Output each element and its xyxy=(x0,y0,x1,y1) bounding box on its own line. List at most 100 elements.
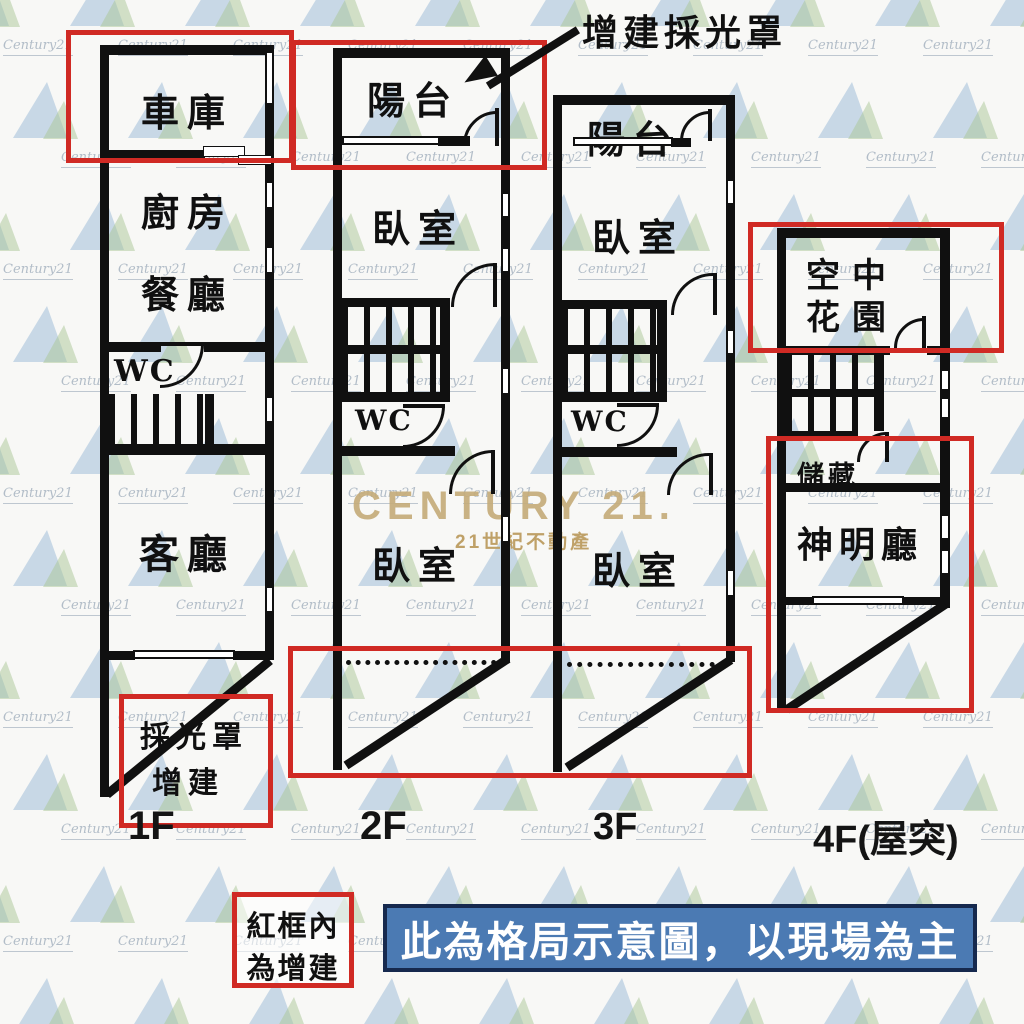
garage-door xyxy=(203,146,245,157)
door-leaf xyxy=(491,450,495,494)
door-leaf xyxy=(709,453,713,495)
plan-structure xyxy=(273,325,308,363)
watermark-logo-text: Century21 xyxy=(3,710,73,728)
plan-structure xyxy=(215,0,250,27)
plan-structure xyxy=(1020,661,1024,699)
plan-structure xyxy=(848,549,883,587)
plan-structure xyxy=(573,137,673,146)
room-label-dining: 餐廳 xyxy=(140,272,233,317)
plan-structure xyxy=(618,101,653,139)
watermark-logo-text: Century21 xyxy=(3,262,73,280)
plan-structure xyxy=(560,213,595,251)
plan-structure xyxy=(562,300,662,309)
plan-structure xyxy=(215,213,250,251)
watermark-mountain-icon xyxy=(933,754,1003,812)
plan-structure xyxy=(905,661,940,699)
plan-structure xyxy=(990,642,1024,698)
watermark-mountain-icon xyxy=(128,530,198,588)
watermark-logo-text: Century21 xyxy=(636,150,706,168)
watermark-logo-text: Century21 xyxy=(118,486,188,504)
watermark-mountain-icon xyxy=(300,0,370,28)
plan-structure xyxy=(502,193,509,217)
floor1-addition-note: 採光罩 xyxy=(140,720,248,755)
plan-structure xyxy=(875,355,884,431)
watermark-logo-text: Century21 xyxy=(866,150,936,168)
floor-label-4f: 4F(屋突) xyxy=(813,819,959,861)
watermark-mountain-icon xyxy=(588,82,658,140)
plan-structure xyxy=(963,773,998,811)
watermark-mountain-icon xyxy=(990,194,1024,252)
door-leaf xyxy=(495,108,499,146)
plan-structure xyxy=(990,866,1024,922)
plan-structure xyxy=(133,650,235,659)
floor1-addition-note: 增建 xyxy=(152,766,224,801)
watermark-mountain-icon xyxy=(990,418,1024,476)
plan-structure xyxy=(43,325,78,363)
watermark-mountain-icon xyxy=(703,978,773,1024)
watermark-logo-text: Century21 xyxy=(118,710,188,728)
addition-outline-garage xyxy=(66,30,294,163)
stairs-1f xyxy=(109,394,207,444)
watermark-mountain-icon xyxy=(70,0,140,28)
watermark-logo-text: Century21 xyxy=(3,934,73,952)
watermark-logo-text: Century21 xyxy=(578,38,648,56)
plan-structure xyxy=(0,213,20,251)
plan-structure xyxy=(109,342,161,352)
watermark-mountain-icon xyxy=(645,0,715,28)
watermark-logo-text: Century21 xyxy=(923,38,993,56)
watermark-logo-text: Century21 xyxy=(348,710,418,728)
stairs-4f xyxy=(786,355,878,389)
plan-structure xyxy=(733,773,768,811)
plan-structure xyxy=(43,549,78,587)
plan-structure xyxy=(158,549,193,587)
plan-structure xyxy=(158,773,193,811)
addition-outline-4f-lower xyxy=(766,436,974,713)
plan-structure xyxy=(43,997,78,1024)
stairs-2f xyxy=(342,354,440,392)
plan-structure xyxy=(777,228,950,238)
plan-structure xyxy=(342,345,440,354)
watermark-logo-text: Century21 xyxy=(751,822,821,840)
watermark-mountain-icon xyxy=(358,530,428,588)
watermark-mountain-icon xyxy=(70,866,140,924)
plan-structure xyxy=(266,247,273,273)
door-leaf xyxy=(922,316,926,349)
watermark-mountain-icon xyxy=(358,978,428,1024)
addition-outline-23f-rear xyxy=(288,646,752,778)
watermark-mountain-icon xyxy=(990,0,1024,28)
floorplan-1f: 車庫 廚房 餐廳 WC 客廳 xyxy=(100,42,274,817)
plan-structure xyxy=(445,0,480,27)
plan-structure xyxy=(990,0,1024,26)
watermark-logo-text: Century21 xyxy=(808,262,878,280)
plan-structure xyxy=(1020,885,1024,923)
watermark-logo-text: Century21 xyxy=(348,486,418,504)
floorplan-3f: 陽台 臥室 WC 臥室 xyxy=(553,95,735,777)
watermark-mountain-icon xyxy=(128,754,198,812)
watermark-mountain-icon xyxy=(185,0,255,28)
watermark-logo-text: Century21 xyxy=(808,38,878,56)
plan-structure xyxy=(733,997,768,1024)
watermark-mountain-icon xyxy=(473,754,543,812)
plan-structure xyxy=(501,48,510,662)
plan-structure xyxy=(158,101,193,139)
plan-structure xyxy=(675,213,710,251)
plan-structure xyxy=(266,397,273,422)
plan-structure xyxy=(790,437,825,475)
watermark-logo-text: Century21 xyxy=(923,710,993,728)
watermark-mountain-icon xyxy=(13,754,83,812)
plan-structure xyxy=(675,0,710,27)
plan-structure xyxy=(503,773,538,811)
plan-structure xyxy=(333,48,342,770)
plan-structure xyxy=(618,773,653,811)
watermark-mountain-icon xyxy=(933,978,1003,1024)
plan-structure xyxy=(562,392,667,402)
watermark-mountain-icon xyxy=(875,0,945,28)
dotted-line xyxy=(346,660,506,665)
watermark-logo-text: Century21 xyxy=(233,710,303,728)
watermark-mountain-icon xyxy=(13,978,83,1024)
plan-structure xyxy=(902,597,944,605)
watermark-logo-text: Century21 xyxy=(578,262,648,280)
plan-structure xyxy=(43,773,78,811)
room-label-shrine: 神明廳 xyxy=(796,524,923,566)
plan-structure xyxy=(502,368,509,394)
